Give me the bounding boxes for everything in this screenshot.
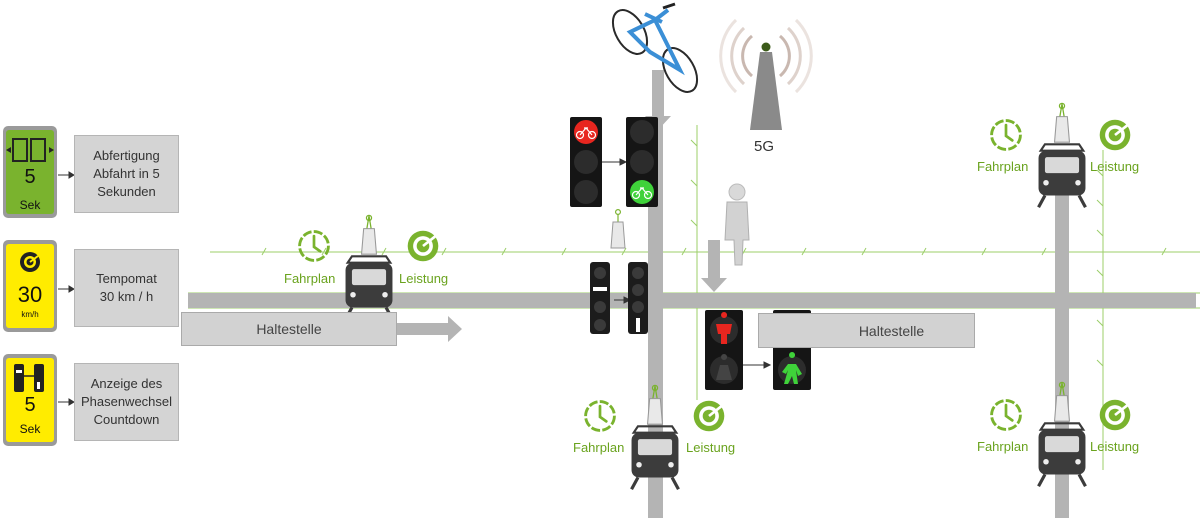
gauge-icon-2	[692, 399, 726, 433]
phase-countdown-unit: Sek	[19, 422, 41, 436]
door-timer-display-icon	[3, 126, 57, 218]
speed-value: 30	[17, 282, 43, 307]
description-line: Anzeige des	[90, 376, 163, 391]
phase-countdown-description: Anzeige des Phasenwechsel Countdown	[74, 363, 179, 441]
tram-signal-stop-icon	[590, 262, 610, 334]
stop-platform-left: Haltestelle	[181, 312, 397, 346]
clock-icon-2	[584, 400, 616, 432]
description-line: 30 km / h	[99, 289, 154, 304]
speed-display-icon	[3, 240, 57, 332]
gauge-icon-3	[1098, 118, 1132, 152]
stop-label: Haltestelle	[256, 321, 322, 337]
gauge-icon-4	[1098, 398, 1132, 432]
pedestrian-icon	[724, 183, 750, 266]
clock-icon-1	[298, 230, 330, 262]
description-line: Tempomat	[96, 271, 157, 286]
fahrplan-label: Fahrplan	[284, 271, 336, 286]
description-line: Countdown	[93, 412, 160, 427]
tram-icon-4	[1039, 382, 1086, 486]
tram-signal-go-icon	[628, 262, 648, 334]
door-timer-description: Abfertigung Abfahrt in 5 Sekunden	[74, 135, 179, 213]
arrows	[396, 70, 727, 342]
signal-antenna-icon	[610, 209, 626, 249]
stop-platform-right: Haltestelle	[758, 313, 975, 348]
leistung-label: Leistung	[1090, 439, 1140, 454]
bike-signal-green-icon	[626, 117, 658, 207]
door-timer-display: 5 Sek	[3, 126, 57, 218]
leistung-label: Leistung	[399, 271, 449, 286]
leistung-label: Leistung	[1090, 159, 1140, 174]
tram-icon-3	[1039, 103, 1086, 207]
tram-icon-1	[346, 215, 393, 319]
ped-signal-red-icon	[705, 310, 743, 390]
gauge-icon-1	[406, 229, 440, 263]
phase-countdown-value: 5	[24, 394, 36, 416]
description-line: Abfahrt in 5	[93, 166, 160, 181]
bicycle-icon	[611, 2, 699, 93]
fahrplan-label: Fahrplan	[573, 440, 625, 455]
small-arrows	[58, 158, 772, 406]
fahrplan-label: Fahrplan	[977, 159, 1029, 174]
description-line: Sekunden	[97, 184, 156, 199]
leistung-label: Leistung	[686, 440, 736, 455]
clock-icon-4	[990, 399, 1022, 431]
tram-icon-2	[632, 385, 679, 489]
door-timer-value: 5	[24, 166, 36, 188]
phase-countdown-display-icon	[3, 354, 57, 446]
fahrplan-label: Fahrplan	[977, 439, 1029, 454]
clock-icon-3	[990, 119, 1022, 151]
speed-description: Tempomat 30 km / h	[74, 249, 179, 327]
phase-countdown-display: 5 Sek	[3, 354, 57, 446]
stop-label: Haltestelle	[858, 322, 925, 339]
speed-unit: km/h	[21, 310, 39, 319]
5g-tower-icon	[719, 18, 813, 130]
description-line: Phasenwechsel	[80, 394, 173, 409]
description-line: Abfertigung	[93, 148, 160, 163]
5g-label: 5G	[754, 138, 775, 155]
speed-display: 30 km/h	[3, 240, 57, 332]
door-timer-unit: Sek	[19, 198, 41, 212]
bike-signal-red-icon	[570, 117, 602, 207]
